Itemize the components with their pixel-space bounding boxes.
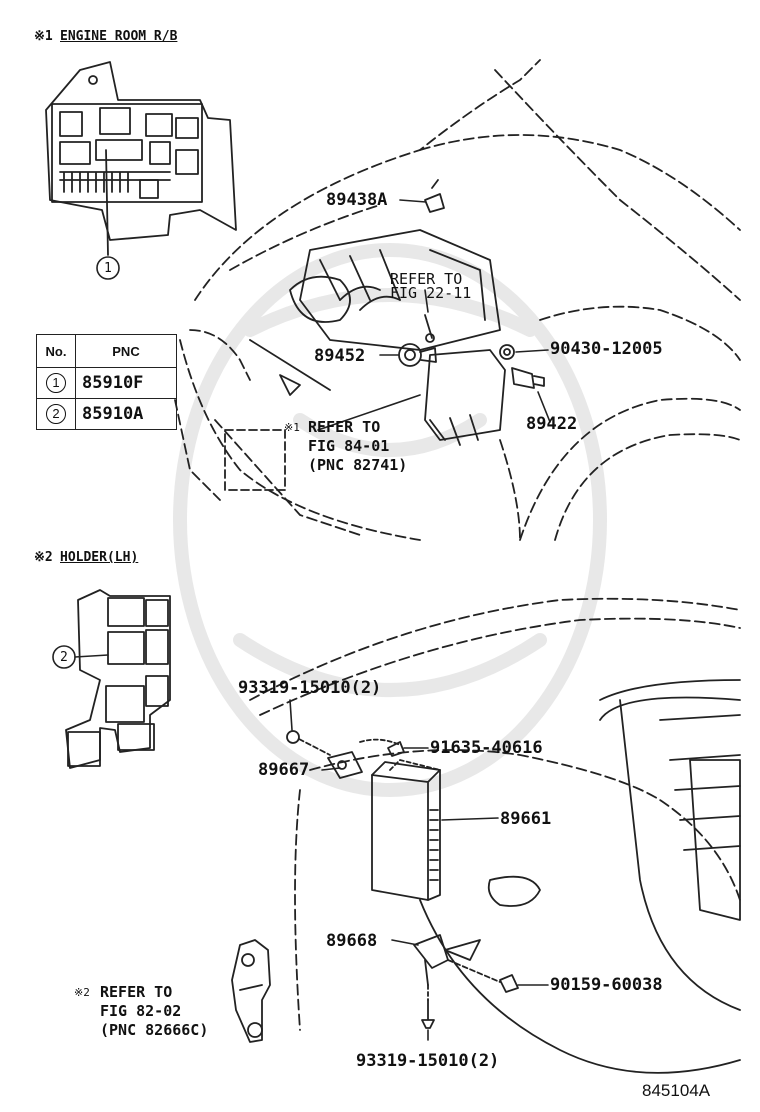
section2-mark: ※2 bbox=[34, 550, 53, 565]
leader-lines-lower bbox=[289, 699, 549, 1041]
part-label-90430-12005[interactable]: 90430-12005 bbox=[550, 339, 663, 359]
callout-circle-1 bbox=[96, 256, 120, 280]
refer-fig-82-02-line3: (PNC 82666C) bbox=[100, 1021, 209, 1039]
part-label-93319-15010-top[interactable]: 93319-15010(2) bbox=[238, 678, 382, 698]
holder-drawing bbox=[65, 589, 171, 769]
harness-holder-drawing bbox=[231, 939, 271, 1043]
part-label-89661[interactable]: 89661 bbox=[500, 809, 552, 829]
part-label-91635-40616[interactable]: 91635-40616 bbox=[430, 738, 543, 758]
part-label-93319-15010-bottom[interactable]: 93319-15010(2) bbox=[356, 1051, 500, 1071]
refer-fig-82-02-line1: REFER TO bbox=[100, 983, 173, 1001]
part-label-89422[interactable]: 89422 bbox=[526, 414, 578, 434]
pnc-no-circle: 2 bbox=[46, 404, 66, 424]
pnc-table: No. PNC 1 85910F 2 85910A bbox=[36, 334, 177, 430]
refer-fig-84-01-line2[interactable]: FIG 84-01 bbox=[308, 437, 390, 455]
refer-fig-84-01-line3: (PNC 82741) bbox=[308, 456, 408, 474]
part-label-89667[interactable]: 89667 bbox=[258, 760, 310, 780]
callout-2-leader bbox=[74, 654, 109, 658]
refer-fig-84-01-mark: ※1 bbox=[284, 421, 300, 434]
section2-title: HOLDER(LH) bbox=[60, 550, 139, 565]
section1-mark: ※1 bbox=[34, 29, 53, 44]
table-row: 1 85910F bbox=[36, 367, 177, 399]
refer-fig-82-02-mark: ※2 bbox=[74, 986, 90, 999]
table-row: 2 85910A bbox=[36, 398, 177, 430]
pnc-no-circle: 1 bbox=[46, 373, 66, 393]
watermark-emblem bbox=[173, 243, 607, 797]
pnc-row-value: 85910A bbox=[75, 398, 177, 430]
ecu-area-drawing bbox=[249, 597, 741, 1074]
pnc-row-no: 1 bbox=[36, 367, 76, 399]
refer-fig-22-11-line2[interactable]: FIG 22-11 bbox=[390, 284, 472, 302]
part-label-89452[interactable]: 89452 bbox=[314, 346, 366, 366]
leader-lines-upper bbox=[317, 199, 551, 431]
pnc-header-no: No. bbox=[36, 334, 76, 368]
relay-block-drawing bbox=[45, 61, 237, 256]
pnc-table-header-row: No. PNC bbox=[36, 334, 177, 368]
callout-1-number: 1 bbox=[104, 261, 112, 276]
part-label-89438a[interactable]: 89438A bbox=[326, 190, 388, 210]
refer-fig-84-01-line1: REFER TO bbox=[308, 418, 381, 436]
figure-id: 845104A bbox=[642, 1081, 711, 1100]
pnc-row-value: 85910F bbox=[75, 367, 177, 399]
section1-title: ENGINE ROOM R/B bbox=[60, 29, 178, 44]
part-label-89668[interactable]: 89668 bbox=[326, 931, 378, 951]
engine-bay-drawing bbox=[174, 59, 741, 541]
callout-2-number: 2 bbox=[60, 650, 68, 665]
refer-fig-82-02-line2[interactable]: FIG 82-02 bbox=[100, 1002, 182, 1020]
part-label-90159-60038[interactable]: 90159-60038 bbox=[550, 975, 663, 995]
pnc-header-pnc: PNC bbox=[75, 334, 177, 368]
refer-fig-22-11-line1: REFER TO bbox=[390, 270, 463, 288]
pnc-row-no: 2 bbox=[36, 398, 76, 430]
